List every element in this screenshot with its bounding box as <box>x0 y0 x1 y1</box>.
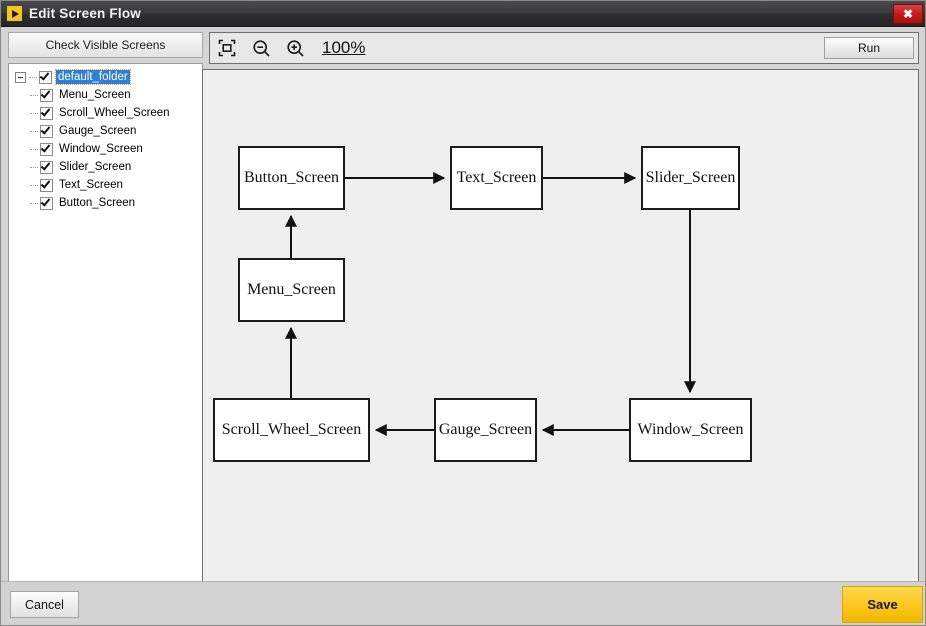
tree-label-default-folder: default_folder <box>55 69 131 85</box>
sidebar: Check Visible Screens default_folder Men… <box>8 32 203 583</box>
tree-checkbox-text-screen[interactable] <box>40 177 53 192</box>
tree-checkbox-window-screen[interactable] <box>40 141 53 156</box>
tree-item-default-folder[interactable]: default_folder <box>9 68 202 86</box>
flow-edges <box>285 172 696 436</box>
zoom-in-icon[interactable] <box>278 33 312 63</box>
node-slider-screen[interactable]: Slider_Screen <box>641 146 740 210</box>
tree-checkbox-menu-screen[interactable] <box>40 87 53 102</box>
dialog-footer: Cancel Save <box>1 581 925 625</box>
zoom-level-label[interactable]: 100% <box>322 38 366 57</box>
zoom-out-icon[interactable] <box>244 33 278 63</box>
check-visible-screens-button[interactable]: Check Visible Screens <box>8 32 203 58</box>
node-menu-screen[interactable]: Menu_Screen <box>238 258 345 322</box>
tree-item-slider-screen[interactable]: Slider_Screen <box>9 158 202 176</box>
cancel-button[interactable]: Cancel <box>10 591 79 618</box>
tree-item-button-screen[interactable]: Button_Screen <box>9 194 202 212</box>
fit-to-screen-icon[interactable] <box>210 33 244 63</box>
tree-label-menu-screen: Menu_Screen <box>59 89 131 101</box>
tree-checkbox-scroll-wheel-screen[interactable] <box>40 105 53 120</box>
node-gauge-screen[interactable]: Gauge_Screen <box>434 398 537 462</box>
tree-item-text-screen[interactable]: Text_Screen <box>9 176 202 194</box>
tree-connector <box>30 130 38 132</box>
node-button-screen[interactable]: Button_Screen <box>238 146 345 210</box>
tree-item-scroll-wheel-screen[interactable]: Scroll_Wheel_Screen <box>9 104 202 122</box>
node-text-screen[interactable]: Text_Screen <box>450 146 543 210</box>
tree-label-gauge-screen: Gauge_Screen <box>59 125 137 137</box>
tree-connector <box>30 94 38 96</box>
tree-label-button-screen: Button_Screen <box>59 197 136 209</box>
canvas-toolbar: 100% Run <box>209 32 919 64</box>
window-title: Edit Screen Flow <box>29 6 141 21</box>
collapse-icon[interactable] <box>15 71 26 83</box>
tree-item-gauge-screen[interactable]: Gauge_Screen <box>9 122 202 140</box>
tree-item-window-screen[interactable]: Window_Screen <box>9 140 202 158</box>
tree-item-menu-screen[interactable]: Menu_Screen <box>9 86 202 104</box>
tree-checkbox-gauge-screen[interactable] <box>40 123 53 138</box>
tree-connector <box>30 184 38 186</box>
tree-label-scroll-wheel-screen: Scroll_Wheel_Screen <box>59 107 170 119</box>
tree-connector <box>30 202 38 204</box>
tree-connector <box>30 148 38 150</box>
tree-label-window-screen: Window_Screen <box>59 143 143 155</box>
tree-connector <box>30 166 38 168</box>
node-window-screen[interactable]: Window_Screen <box>629 398 752 462</box>
tree-connector <box>29 76 37 78</box>
tree-label-slider-screen: Slider_Screen <box>59 161 132 173</box>
close-icon[interactable]: ✖ <box>893 4 923 24</box>
run-button[interactable]: Run <box>824 37 914 59</box>
tree-checkbox-default-folder[interactable] <box>39 69 52 84</box>
save-button[interactable]: Save <box>842 586 923 623</box>
play-icon <box>7 6 22 21</box>
flow-canvas[interactable]: Button_Screen Text_Screen Slider_Screen … <box>202 69 919 583</box>
tree-checkbox-button-screen[interactable] <box>40 195 53 210</box>
title-bar: Edit Screen Flow ✖ <box>1 1 925 27</box>
node-scroll-wheel-screen[interactable]: Scroll_Wheel_Screen <box>213 398 370 462</box>
tree-checkbox-slider-screen[interactable] <box>40 159 53 174</box>
screen-tree[interactable]: default_folder Menu_Screen Scroll_Wheel_… <box>8 63 203 583</box>
tree-connector <box>30 112 38 114</box>
tree-label-text-screen: Text_Screen <box>59 179 123 191</box>
